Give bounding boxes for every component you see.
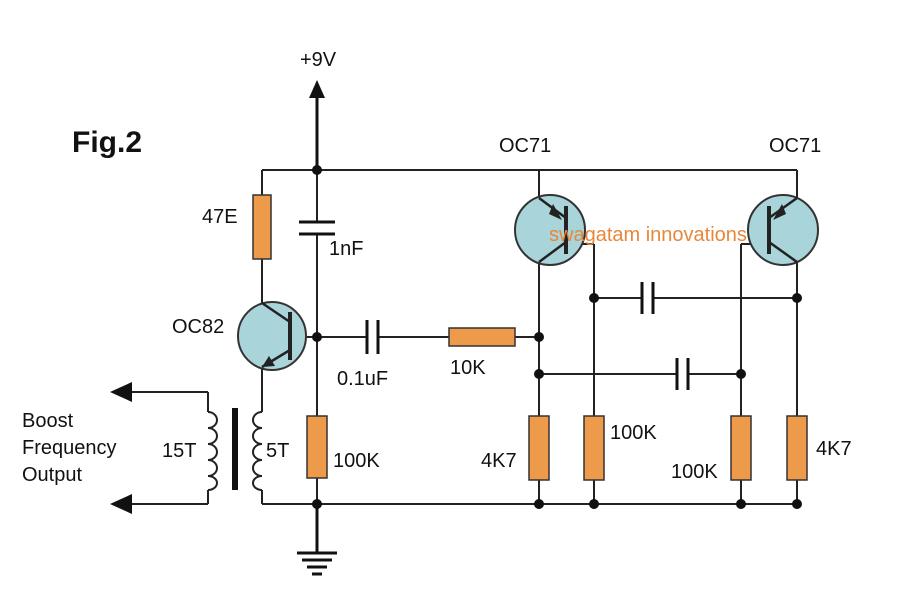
junction-dot (312, 165, 322, 175)
label-0-1uf: 0.1uF (337, 368, 388, 390)
capacitor-0-1uf (365, 320, 380, 354)
junction-dot (792, 499, 802, 509)
capacitor-lower-coupling (675, 358, 690, 390)
junction-dot (589, 293, 599, 303)
output-label-line-2: Frequency (22, 437, 117, 459)
transformer (207, 408, 263, 491)
junction-dot (534, 369, 544, 379)
label-10k: 10K (450, 357, 486, 379)
supply-label: +9V (300, 49, 337, 71)
supply-arrow-icon (309, 80, 325, 98)
junction-dot (792, 293, 802, 303)
capacitors (299, 220, 690, 390)
junction-dot (312, 332, 322, 342)
junction-dot (534, 332, 544, 342)
label-100k-mid: 100K (610, 422, 657, 444)
resistor-100k-right (730, 415, 752, 481)
junction-dot (312, 499, 322, 509)
output-label-line-3: Output (22, 464, 82, 486)
primary-coil (207, 411, 218, 491)
output-arrow-icon (110, 382, 132, 402)
label-primary-turns: 15T (162, 440, 196, 462)
label-100k-right: 100K (671, 461, 718, 483)
capacitor-upper-coupling (640, 282, 655, 314)
transistor-oc71-left (514, 194, 586, 266)
junctions (312, 165, 802, 509)
junction-dot (589, 499, 599, 509)
transistor-label-oc82: OC82 (172, 316, 224, 338)
figure-title: Fig.2 (72, 126, 142, 159)
output-label-line-1: Boost (22, 410, 74, 432)
secondary-coil (252, 411, 263, 491)
transistor-oc71-right (747, 194, 819, 266)
output-arrow-icon (110, 494, 132, 514)
label-47e: 47E (202, 206, 238, 228)
resistor-4k7-left (528, 415, 550, 481)
label-4k7-right: 4K7 (816, 438, 852, 460)
resistor-4k7-right (786, 415, 808, 481)
transistor-label-oc71-left: OC71 (499, 135, 551, 157)
transistor-label-oc71-right: OC71 (769, 135, 821, 157)
label-1nf: 1nF (329, 238, 363, 260)
label-100k-left: 100K (333, 450, 380, 472)
junction-dot (736, 369, 746, 379)
resistor-10k (448, 327, 516, 347)
label-secondary-turns: 5T (266, 440, 289, 462)
junction-dot (534, 499, 544, 509)
resistors (252, 194, 808, 481)
watermark-text: swagatam innovations (549, 224, 747, 246)
transformer-core (232, 408, 238, 490)
resistor-100k-left (306, 415, 328, 479)
transistor-oc82 (237, 301, 307, 371)
resistor-47e (252, 194, 272, 260)
label-4k7-left: 4K7 (481, 450, 517, 472)
junction-dot (736, 499, 746, 509)
wires (110, 80, 798, 576)
resistor-100k-mid (583, 415, 605, 481)
capacitor-1nf (299, 220, 335, 236)
